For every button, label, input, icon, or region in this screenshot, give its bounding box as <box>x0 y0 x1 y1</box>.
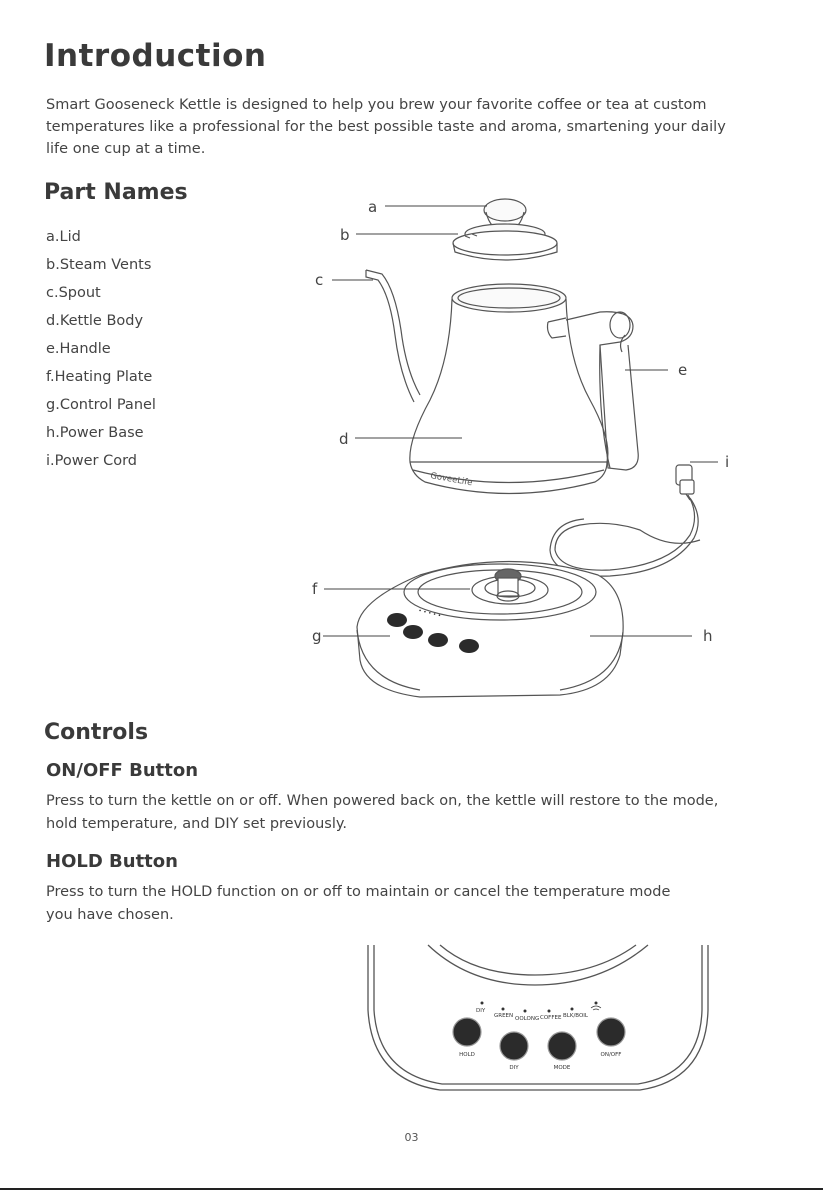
onoff-button[interactable] <box>596 1017 626 1047</box>
indicator-green: GREEN <box>494 1013 513 1019</box>
indicator-blk-boil: BLK/BOIL <box>563 1013 589 1019</box>
base-button <box>428 633 448 647</box>
callout-g: g <box>312 627 322 645</box>
callout-d: d <box>339 430 349 448</box>
intro-line: Smart Gooseneck Kettle is designed to he… <box>46 97 707 113</box>
hold-button[interactable] <box>452 1017 482 1047</box>
callout-a: a <box>368 198 377 216</box>
part-item: d.Kettle Body <box>46 313 144 329</box>
part-item: f.Heating Plate <box>46 369 153 385</box>
intro-line: temperatures like a professional for the… <box>46 119 726 135</box>
callout-f: f <box>312 580 318 598</box>
page-title: Introduction <box>44 38 267 74</box>
callout-e: e <box>678 361 687 379</box>
callout-b: b <box>340 226 350 244</box>
part-item: a.Lid <box>46 229 81 245</box>
diy-button-label: DIY <box>509 1065 519 1071</box>
base-button <box>459 639 479 653</box>
lid-illustration <box>452 198 558 261</box>
controls-heading: Controls <box>44 720 149 745</box>
indicator-diy: DIY <box>476 1008 486 1014</box>
mode-button-label: MODE <box>554 1065 571 1071</box>
part-names-list: a.Lid b.Steam Vents c.Spout d.Kettle Bod… <box>46 226 156 478</box>
base-control-panel-illustration: • • • • • <box>387 608 479 653</box>
base-indicator-labels: • • • • • <box>418 608 442 619</box>
indicator-oolong: OOLONG <box>515 1016 539 1022</box>
intro-line: life one cup at a time. <box>46 141 206 157</box>
base-button <box>403 625 423 639</box>
hold-line: you have chosen. <box>46 907 174 923</box>
onoff-button-label: ON/OFF <box>601 1052 622 1058</box>
hold-line: Press to turn the HOLD function on or of… <box>46 884 671 900</box>
bottom-rule <box>0 1188 823 1190</box>
part-item: g.Control Panel <box>46 397 156 413</box>
page-number: 03 <box>404 1131 419 1144</box>
indicator-row: DIY GREEN OOLONG COFFEE BLK/BOIL <box>476 1001 602 1022</box>
power-base-illustration <box>356 560 624 698</box>
hold-description: Press to turn the HOLD function on or of… <box>46 881 766 927</box>
part-item: e.Handle <box>46 341 111 357</box>
power-cord-illustration <box>549 464 701 577</box>
part-item: b.Steam Vents <box>46 257 152 273</box>
part-item: h.Power Base <box>46 425 144 441</box>
diy-button[interactable] <box>499 1031 529 1061</box>
callout-h: h <box>703 627 713 645</box>
onoff-description: Press to turn the kettle on or off. When… <box>46 790 766 836</box>
callout-i: i <box>725 453 729 471</box>
hold-button-label: HOLD <box>459 1052 475 1058</box>
part-item: c.Spout <box>46 285 101 301</box>
hold-button-heading: HOLD Button <box>46 851 178 872</box>
onoff-line: Press to turn the kettle on or off. When… <box>46 793 719 809</box>
part-item: i.Power Cord <box>46 453 137 469</box>
panel-buttons: HOLD DIY MODE ON/OFF <box>452 1017 626 1071</box>
onoff-button-heading: ON/OFF Button <box>46 760 199 781</box>
onoff-line: hold temperature, and DIY set previously… <box>46 816 347 832</box>
mode-button[interactable] <box>547 1031 577 1061</box>
intro-paragraph: Smart Gooseneck Kettle is designed to he… <box>46 94 766 160</box>
wifi-icon <box>590 1005 602 1011</box>
callout-c: c <box>315 271 323 289</box>
indicator-coffee: COFFEE <box>540 1015 562 1021</box>
kettle-body-illustration <box>365 269 639 495</box>
part-names-heading: Part Names <box>44 180 188 205</box>
kettle-diagram: • • • • • GoveeLife a b c d e f g h i <box>312 198 729 698</box>
base-button <box>387 613 407 627</box>
